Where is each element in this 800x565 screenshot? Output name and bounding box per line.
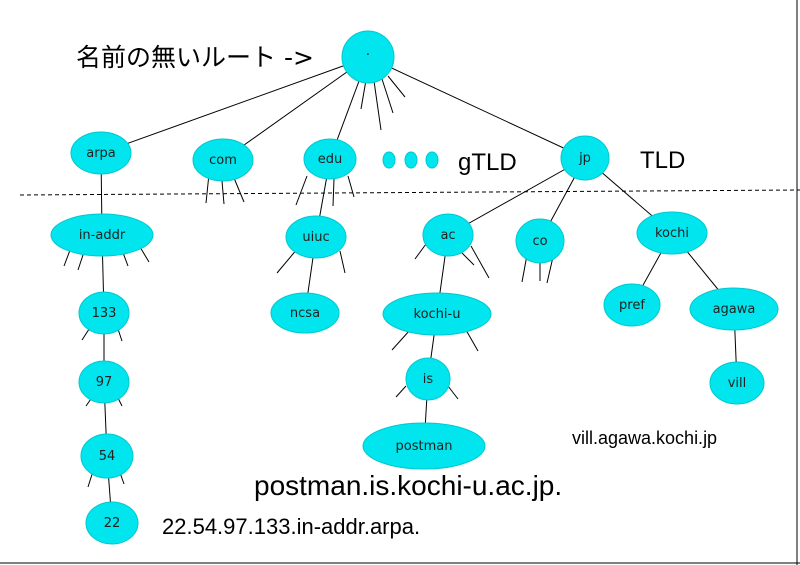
node-co: co	[515, 218, 565, 264]
node-shape	[636, 211, 708, 255]
node-agawa: agawa	[689, 287, 779, 331]
domain-vill-label: vill.agawa.kochi.jp	[572, 428, 718, 448]
node-shape	[50, 213, 154, 257]
node-root: .	[341, 30, 395, 84]
node-label: edu	[318, 152, 343, 167]
branch-stub	[221, 180, 225, 205]
branch-stub	[139, 246, 150, 263]
node-com: com	[192, 138, 254, 182]
edge-root-arpa	[100, 56, 369, 154]
node-shape	[422, 213, 474, 257]
domain-reverse-label: 22.54.97.133.in-addr.arpa.	[162, 514, 421, 539]
branch-stub	[414, 243, 427, 260]
node-label: postman	[396, 439, 453, 454]
node-shape	[362, 422, 486, 470]
branch-stub	[339, 250, 346, 274]
node-label: 22	[104, 516, 121, 531]
node-shape	[303, 138, 357, 180]
node-edu: edu	[303, 138, 357, 180]
branch-stub	[347, 175, 355, 198]
domain-postman-label: postman.is.kochi-u.ac.jp.	[254, 470, 563, 501]
branch-stub	[447, 385, 459, 400]
node-label: kochi	[655, 226, 689, 241]
node-133: 133	[78, 291, 130, 335]
node-97: 97	[78, 360, 130, 404]
node-shape	[515, 218, 565, 264]
node-label: co	[532, 234, 547, 249]
branch-stub	[373, 80, 382, 131]
branch-stub	[295, 175, 308, 206]
node-label: 54	[99, 449, 116, 464]
node-shape	[341, 30, 395, 84]
node-54: 54	[80, 433, 134, 479]
node-shape	[85, 501, 139, 545]
node-shape	[192, 138, 254, 182]
node-label: in-addr	[79, 228, 126, 243]
node-shape	[270, 292, 340, 334]
ellipsis-dot	[404, 151, 418, 169]
node-kochi: kochi	[636, 211, 708, 255]
node-label: agawa	[713, 302, 756, 317]
branch-stub	[546, 256, 554, 284]
node-label: .	[366, 44, 370, 59]
node-shape	[285, 215, 347, 259]
node-vill: vill	[709, 361, 765, 405]
branch-stub	[387, 75, 406, 98]
node-shape	[709, 361, 765, 405]
node-label: jp	[578, 151, 591, 166]
node-shape	[80, 433, 134, 479]
node-shape	[70, 131, 132, 175]
branch-stub	[391, 329, 411, 351]
node-label: ncsa	[290, 306, 320, 321]
node-jp: jp	[560, 135, 610, 181]
node-shape	[78, 291, 130, 335]
node-ac: ac	[422, 213, 474, 257]
node-label: arpa	[86, 146, 116, 161]
edge-root-jp	[367, 56, 586, 159]
edge-jp-ac	[447, 157, 586, 236]
branch-stub	[460, 251, 475, 266]
branch-stub	[395, 385, 407, 398]
tld-separator-line	[19, 189, 800, 196]
node-shape	[382, 292, 492, 336]
branch-stub	[465, 329, 479, 352]
node-shape	[689, 287, 779, 331]
branch-stub	[332, 178, 335, 207]
node-kochi-u: kochi-u	[382, 292, 492, 336]
branch-stub	[470, 245, 490, 279]
node-shape	[405, 357, 451, 401]
node-shape	[560, 135, 610, 181]
node-label: 97	[96, 375, 113, 390]
ellipsis-dot	[382, 151, 396, 169]
ellipsis-dot	[425, 151, 439, 169]
edge-root-com	[222, 56, 369, 161]
node-uiuc: uiuc	[285, 215, 347, 259]
branch-stub	[360, 79, 367, 110]
node-pref: pref	[603, 283, 661, 327]
tld-label: TLD	[640, 147, 686, 174]
node-is: is	[405, 357, 451, 401]
branch-stub	[381, 78, 394, 114]
node-label: 133	[92, 306, 117, 321]
node-shape	[603, 283, 661, 327]
node-label: is	[423, 372, 434, 387]
root-caption: 名前の無いルート ->	[76, 43, 314, 72]
node-label: ac	[440, 228, 455, 243]
branch-stub	[233, 177, 245, 203]
gtld-label: gTLD	[458, 149, 517, 176]
node-label: com	[209, 153, 237, 168]
node-arpa: arpa	[70, 131, 132, 175]
node-ncsa: ncsa	[270, 292, 340, 334]
node-label: vill	[728, 376, 747, 391]
node-shape	[78, 360, 130, 404]
node-in-addr: in-addr	[50, 213, 154, 257]
node-label: kochi-u	[414, 307, 461, 322]
node-postman: postman	[362, 422, 486, 470]
node-label: uiuc	[302, 230, 329, 245]
node-22: 22	[85, 501, 139, 545]
node-label: pref	[619, 298, 645, 313]
